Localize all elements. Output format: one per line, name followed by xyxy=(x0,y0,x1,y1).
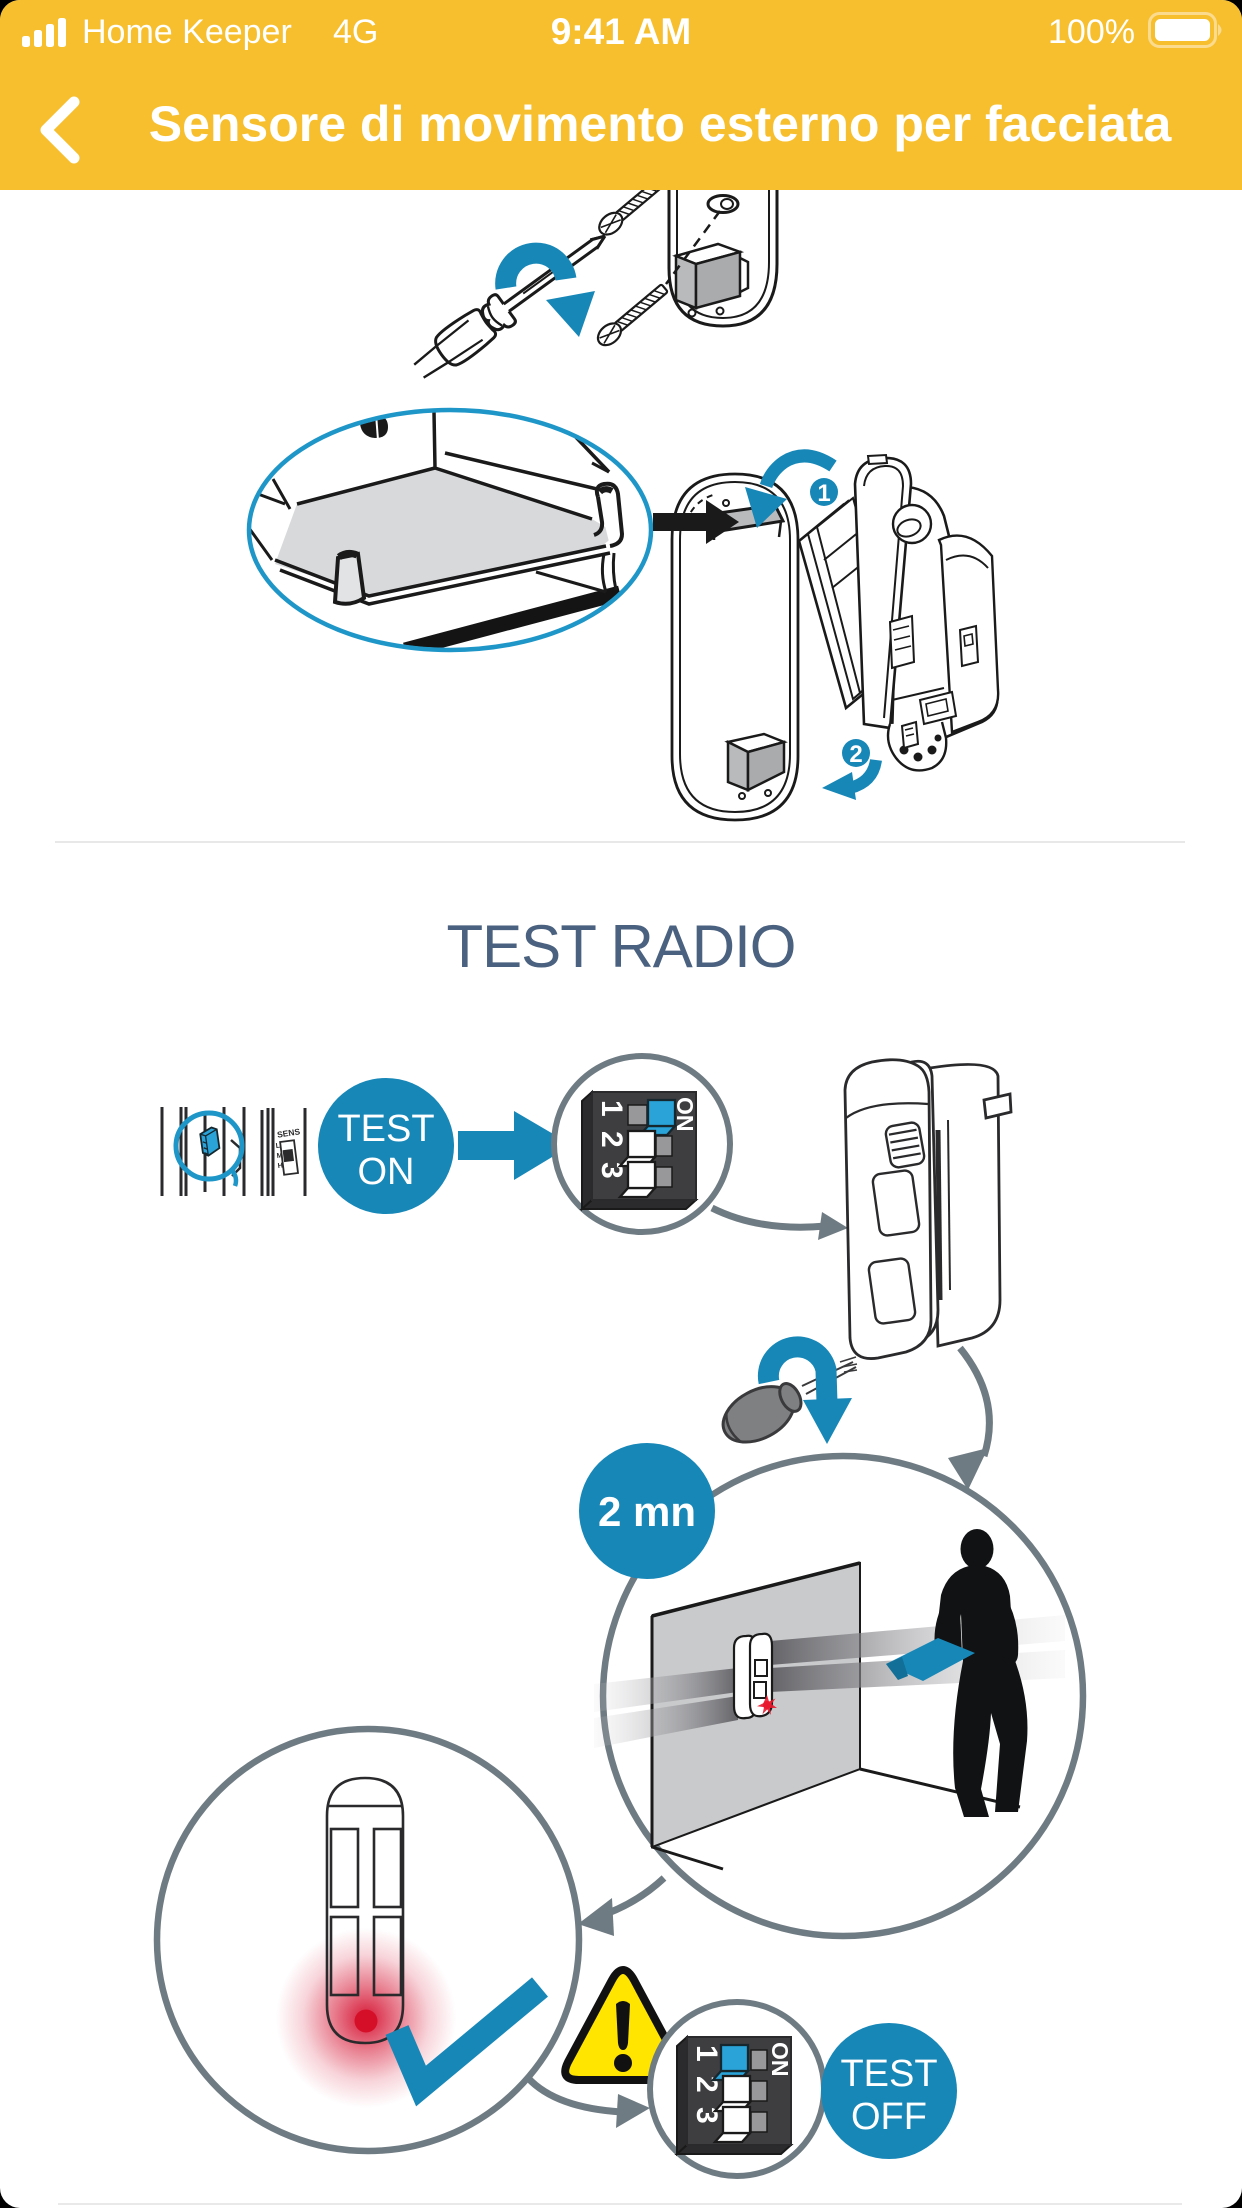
svg-text:2 mn: 2 mn xyxy=(598,1488,696,1535)
svg-text:ON: ON xyxy=(358,1151,415,1193)
svg-text:1: 1 xyxy=(817,480,830,507)
svg-text:SENS: SENS xyxy=(276,1126,301,1140)
svg-text:TEST: TEST xyxy=(337,1108,434,1150)
svg-text:1: 1 xyxy=(690,2045,723,2062)
svg-text:2: 2 xyxy=(595,1131,628,1148)
svg-text:ON: ON xyxy=(767,2042,793,2077)
svg-text:M: M xyxy=(276,1152,283,1160)
svg-text:H: H xyxy=(277,1162,283,1170)
svg-text:L: L xyxy=(275,1142,281,1150)
svg-text:2: 2 xyxy=(849,741,862,768)
svg-text:OFF: OFF xyxy=(851,2096,927,2138)
svg-text:TEST: TEST xyxy=(840,2053,937,2095)
svg-text:1: 1 xyxy=(595,1100,628,1117)
